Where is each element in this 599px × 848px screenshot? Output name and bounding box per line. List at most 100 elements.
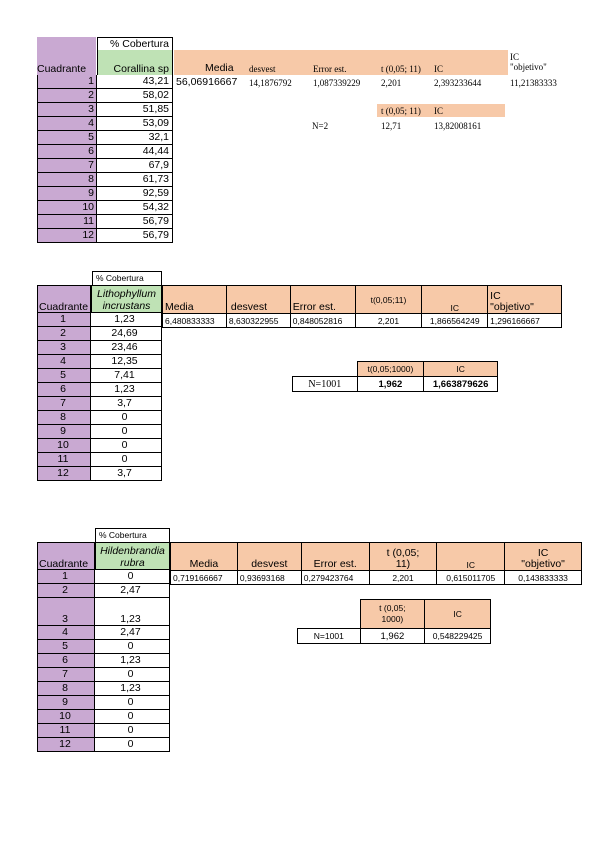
cuadrante-cell: 4 [37, 117, 97, 131]
cuadrante-cell: 3 [37, 341, 91, 355]
cuadrante-cell: 1 [37, 75, 97, 89]
cuadrante-cell: 4 [37, 355, 91, 369]
t2-header-ic: IC [434, 106, 443, 116]
cobertura-value-cell: 0 [91, 411, 162, 425]
stat-value-t: 2,201 [354, 313, 423, 328]
species-line1: Lithophyllum [97, 288, 156, 300]
stat-value-media: 56,06916667 [176, 76, 238, 88]
cobertura-value-cell: 1,23 [95, 654, 170, 668]
cuadrante-label: Cuadrante [37, 50, 96, 75]
stat-header-error: Error est. [300, 542, 370, 571]
t2-value-ic: 1,663879626 [423, 376, 498, 392]
cobertura-value-cell: 32,1 [97, 131, 173, 145]
stats-table: Media desvest Error est. t(0,05;11) IC I… [162, 285, 562, 328]
cobertura-value-cell: 0 [95, 696, 170, 710]
t2-value-t: 1,962 [356, 376, 425, 392]
stat-value-desvest: 0,93693168 [236, 570, 302, 585]
cuadrante-cell: 11 [37, 215, 97, 229]
cuadrante-cell: 3 [37, 103, 97, 117]
n-label: N=2 [312, 121, 329, 131]
t2-header-t: t (0,05; 11) [381, 106, 421, 116]
cobertura-value-cell: 92,59 [97, 187, 173, 201]
stat-header-media: Media [170, 542, 238, 571]
stat-header-ic-objetivo-text: "objetivo" [490, 301, 534, 313]
cuadrante-cell: 11 [37, 453, 91, 467]
cuadrante-cell: 9 [37, 187, 97, 201]
t2-header-t: t (0,05;1000) [359, 599, 426, 629]
cobertura-value-cell: 53,09 [97, 117, 173, 131]
cuadrante-cell: 10 [37, 710, 95, 724]
stat-header-error: Error est. [289, 285, 356, 314]
stat-header-ic-objetivo-text: "objetivo" [521, 558, 565, 570]
cuadrante-cell: 12 [37, 467, 91, 481]
cuadrante-cell: 12 [37, 229, 97, 243]
t2-value-t: 12,71 [381, 121, 402, 131]
cobertura-value-cell: 43,21 [97, 75, 173, 89]
cuadrante-label: Cuadrante [37, 285, 91, 313]
stat-header-t: t (0,05; 11) [381, 64, 421, 74]
cobertura-value-cell: 0 [95, 710, 170, 724]
cobertura-value-cell: 54,32 [97, 201, 173, 215]
stat-header-t: t (0,05;11) [368, 542, 438, 571]
stat-header-ic-objetivo: IC"objetivo" [510, 52, 547, 72]
n-label: N=1001 [292, 376, 358, 392]
cobertura-value-cell: 56,79 [97, 215, 173, 229]
cobertura-value-cell: 51,85 [97, 103, 173, 117]
stat-value-desvest: 8,630322955 [225, 313, 291, 328]
cobertura-value-cell: 23,46 [91, 341, 162, 355]
cobertura-value-cell: 67,9 [97, 159, 173, 173]
cobertura-value-cell: 0 [95, 738, 170, 752]
stat-value-t: 2,201 [368, 570, 438, 585]
cuadrante-cell: 10 [37, 439, 91, 453]
n-label: N=1001 [297, 628, 361, 644]
stat-value-ic: 0,615011705 [436, 570, 506, 585]
cobertura-value-cell: 0 [91, 425, 162, 439]
cobertura-label: % Cobertura [97, 37, 173, 50]
stats-table: Media desvest Error est. t (0,05;11) IC … [170, 542, 582, 585]
stat-value-ic: 2,393233644 [434, 78, 482, 88]
cuadrante-cell: 9 [37, 696, 95, 710]
cobertura-value-cell: 7,41 [91, 369, 162, 383]
cobertura-value-cell: 12,35 [91, 355, 162, 369]
species-label: Lithophyllum incrustans [91, 285, 162, 313]
cuadrante-cell: 12 [37, 738, 95, 752]
t2-header-ic: IC [424, 599, 491, 629]
cuadrante-cell: 7 [37, 397, 91, 411]
cobertura-value-cell: 2,47 [95, 584, 170, 598]
cobertura-value-cell: 3,7 [91, 467, 162, 481]
t2-header-t-line1: t (0,05; [379, 603, 406, 613]
cuadrante-cell: 6 [37, 654, 95, 668]
cobertura-value-cell: 0 [95, 640, 170, 654]
species-line1: Hildenbrandia [100, 545, 165, 557]
t2-header-t-line2: 1000) [381, 614, 404, 624]
species-line2: rubra [120, 557, 145, 569]
cuadrante-cell: 9 [37, 425, 91, 439]
cuadrante-cell: 7 [37, 159, 97, 173]
stat-value-ic-objetivo: 0,143833333 [504, 570, 582, 585]
stat-header-t: t(0,05;11) [354, 285, 423, 314]
cuadrante-cell: 2 [37, 89, 97, 103]
t2-header-t: t(0,05;1000) [356, 361, 425, 377]
stat-value-desvest: 14,1876792 [249, 78, 292, 88]
stat-value-ic-objetivo: 1,296166667 [487, 313, 562, 328]
stat-value-media: 6,480833333 [162, 313, 227, 328]
cobertura-value-cell: 2,47 [95, 626, 170, 640]
stat-value-ic: 1,866564249 [421, 313, 489, 328]
stat-value-error: 0,279423764 [300, 570, 370, 585]
cobertura-label: % Cobertura [95, 528, 170, 542]
cobertura-value-cell: 24,69 [91, 327, 162, 341]
cobertura-value-cell: 44,44 [97, 145, 173, 159]
t2-header-band [377, 104, 505, 117]
header-blank-cell [37, 37, 96, 50]
cobertura-value-cell: 56,79 [97, 229, 173, 243]
cobertura-value-cell: 58,02 [97, 89, 173, 103]
stat-value-t: 2,201 [381, 78, 402, 88]
stat-header-ic-objetivo: IC"objetivo" [487, 285, 562, 314]
cobertura-value-cell: 0 [95, 570, 170, 584]
cobertura-value-cell: 0 [91, 439, 162, 453]
stat-header-ic: IC [421, 285, 489, 314]
cobertura-value-cell: 0 [91, 453, 162, 467]
stat-header-desvest: desvest [236, 542, 302, 571]
cuadrante-cell: 8 [37, 411, 91, 425]
stat-header-t-line1: t (0,05; [386, 547, 420, 559]
